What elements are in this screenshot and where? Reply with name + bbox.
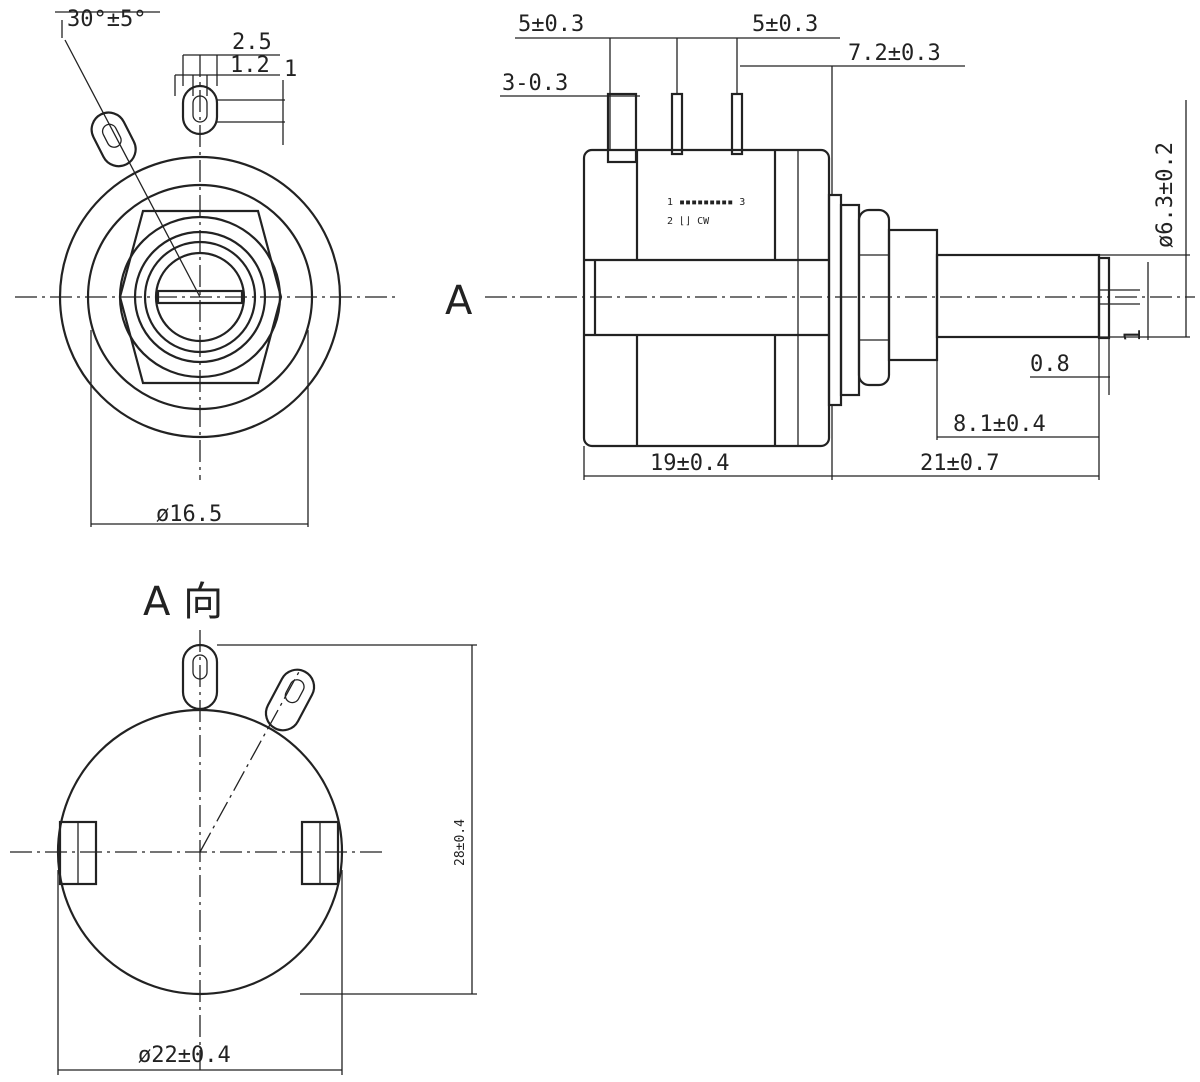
terminal-1	[606, 92, 638, 164]
rear-view: A 向 28±0.4 ø22±0.4	[10, 579, 477, 1075]
slot-width-label: 0.8	[1030, 352, 1070, 377]
terminal-3	[730, 92, 744, 156]
angle-label: 30°±5°	[67, 7, 146, 32]
rear-angled-lug	[264, 668, 316, 732]
mount-plate	[839, 203, 861, 397]
shaft-side	[935, 253, 1101, 339]
pitch-a-label: 5±0.3	[518, 12, 584, 37]
side-body	[582, 148, 831, 448]
rear-height-label: 28±0.4	[453, 819, 468, 866]
bushing-circle	[133, 230, 267, 364]
bushing-inner-circle	[143, 240, 257, 354]
side-view: 1 ▪▪▪▪▪▪▪▪▪ 3 2 ⌊⌋ CW 5±0.3 5±0.3 7.2±0.…	[445, 12, 1195, 480]
bushing-side	[887, 228, 939, 362]
rear-top-lug-hole	[192, 654, 208, 680]
thread-length-label: 8.1±0.4	[953, 412, 1046, 437]
shaft-slot	[156, 289, 244, 305]
nut-face-circle	[118, 215, 282, 379]
rear-diameter-label: ø22±0.4	[138, 1043, 231, 1068]
mount-washer	[827, 193, 843, 407]
shaft-tip	[1097, 256, 1111, 340]
bushing-offset-label: 7.2±0.3	[848, 41, 941, 66]
view-arrow-label: A	[445, 278, 473, 324]
pitch-b-label: 5±0.3	[752, 12, 818, 37]
lug-slot-label: 1.2	[230, 53, 270, 78]
mounting-ring-circle	[86, 183, 314, 411]
rear-view-title: A 向	[143, 579, 223, 625]
front-diameter-label: ø16.5	[156, 502, 222, 527]
shaft-diameter-label: ø6.3±0.2	[1153, 142, 1178, 248]
marking-line-2: 2 ⌊⌋ CW	[667, 216, 710, 227]
top-lug-hole	[192, 95, 208, 123]
lug-width-label: 2.5	[232, 30, 272, 55]
shaft-length-label: 21±0.7	[920, 451, 999, 476]
shaft-circle	[154, 251, 246, 343]
rear-top-lug	[181, 643, 219, 711]
slot-depth-label: 1	[1121, 329, 1146, 342]
outer-body-circle	[58, 155, 342, 439]
top-lug	[181, 84, 219, 136]
angled-lug	[90, 111, 137, 168]
body-length-label: 19±0.4	[650, 451, 729, 476]
angle-line	[64, 39, 201, 298]
lug-thickness-label: 1	[284, 57, 297, 82]
marking-line-1: 1 ▪▪▪▪▪▪▪▪▪ 3	[667, 197, 745, 208]
terminal-offset-label: 3-0.3	[502, 71, 568, 96]
terminal-2	[670, 92, 684, 156]
front-view: 30°±5° 2.5 1.2 1 ø16.5	[15, 7, 395, 527]
